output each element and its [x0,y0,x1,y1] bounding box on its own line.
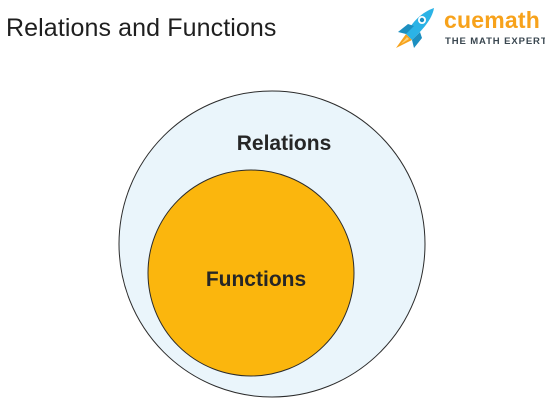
brand-tagline: THE MATH EXPERT [445,36,545,47]
rocket-icon [396,8,434,48]
brand-name: cuemath [444,7,540,33]
rocket-body [406,8,434,40]
functions-label: Functions [206,268,306,291]
relations-label: Relations [237,132,332,155]
page-title: Relations and Functions [6,14,277,42]
brand-logo: cuemath THE MATH EXPERT [392,4,545,52]
functions-set [147,169,355,377]
